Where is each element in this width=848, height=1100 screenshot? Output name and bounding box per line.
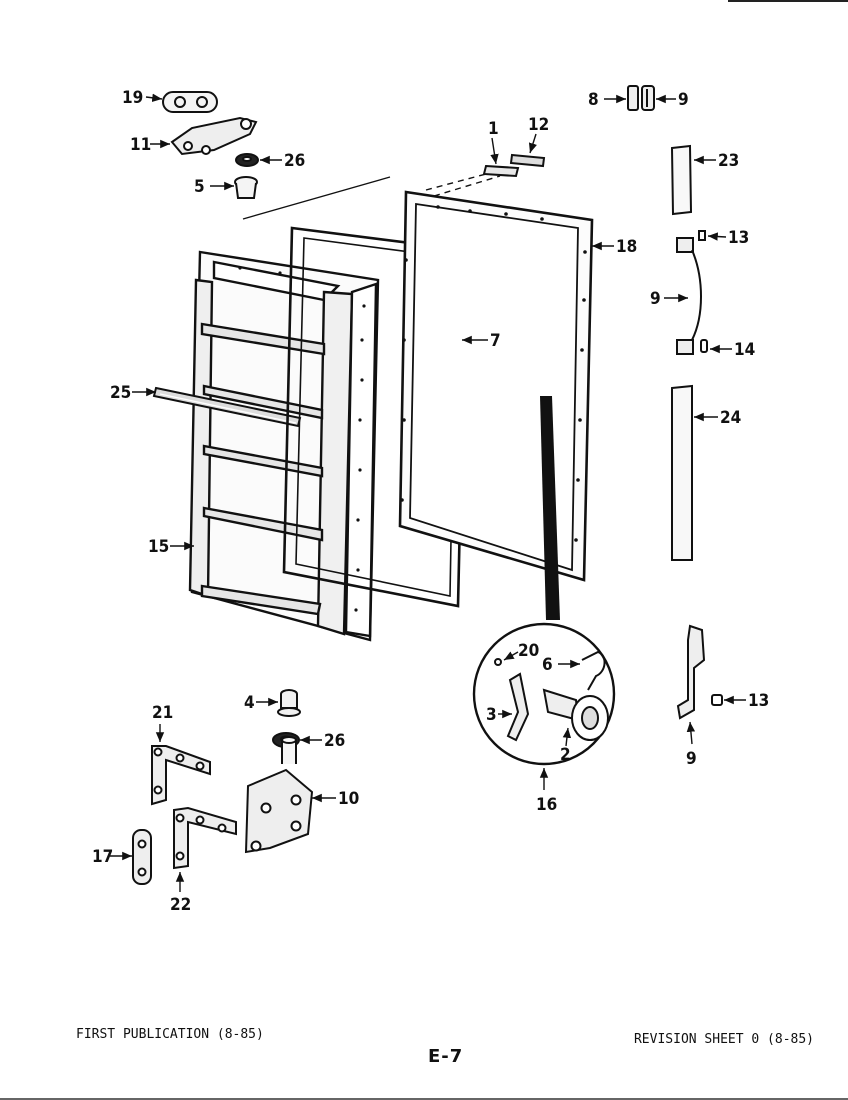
top-rule — [728, 0, 848, 2]
handle-lower-assembly — [676, 624, 723, 720]
hinge-pin-bottom — [277, 689, 301, 717]
hinge-plate-lower — [173, 806, 237, 870]
callout-25: 25 — [110, 383, 131, 403]
callout-24: 24 — [720, 408, 741, 428]
callout-2: 2 — [560, 745, 571, 765]
top-hinge-bracket — [170, 116, 258, 156]
page-number: E-7 — [428, 1046, 464, 1067]
callout-19: 19 — [122, 88, 143, 108]
callout-16: 16 — [536, 795, 557, 815]
callout-1: 1 — [488, 119, 499, 139]
callout-26-bottom: 26 — [324, 731, 345, 751]
callout-22: 22 — [170, 895, 191, 915]
callout-9-bottom: 9 — [686, 749, 697, 769]
callout-15: 15 — [148, 537, 169, 557]
callout-23: 23 — [718, 151, 739, 171]
dashed-leader-top — [425, 173, 501, 197]
handle-end-caps — [627, 85, 655, 111]
callout-21: 21 — [152, 703, 173, 723]
hinge-shim — [132, 829, 152, 885]
callout-6: 6 — [542, 655, 553, 675]
callout-9-mid: 9 — [650, 289, 661, 309]
bottom-hinge-bracket — [244, 736, 314, 854]
door-panel — [398, 190, 594, 582]
callout-12: 12 — [528, 115, 549, 135]
handle-upper-assembly — [676, 230, 708, 355]
callout-11: 11 — [130, 135, 151, 155]
hinge-plate-upper — [151, 745, 211, 806]
door-liner-holes — [238, 266, 366, 612]
handle-trim-upper — [670, 144, 693, 216]
callout-26-top: 26 — [284, 151, 305, 171]
first-publication-note: FIRST PUBLICATION (8-85) — [76, 1027, 264, 1042]
door-panel-screws — [400, 205, 587, 542]
callout-13-top: 13 — [728, 228, 749, 248]
callout-5: 5 — [194, 177, 205, 197]
door-stop-clip — [482, 164, 520, 178]
callout-10: 10 — [338, 789, 359, 809]
callout-7: 7 — [490, 331, 501, 351]
bottom-rule — [0, 1098, 848, 1100]
handle-trim-lower — [671, 384, 693, 561]
hinge-washer-top — [235, 153, 259, 167]
callout-18: 18 — [616, 237, 637, 257]
callout-leaders — [110, 93, 746, 892]
callout-3: 3 — [486, 705, 497, 725]
callout-20: 20 — [518, 641, 539, 661]
callout-14: 14 — [734, 340, 755, 360]
door-liner — [188, 250, 380, 642]
callout-4: 4 — [244, 693, 255, 713]
leader-hinge-to-door — [242, 176, 391, 220]
revision-sheet-note: REVISION SHEET 0 (8-85) — [633, 1032, 814, 1047]
callout-13-bottom: 13 — [748, 691, 769, 711]
door-label-strip — [509, 153, 546, 168]
top-hinge-cover — [162, 91, 218, 113]
hinge-bushing — [234, 176, 258, 199]
callout-8: 8 — [588, 90, 599, 110]
callout-17: 17 — [92, 847, 113, 867]
callout-9-top: 9 — [678, 90, 689, 110]
